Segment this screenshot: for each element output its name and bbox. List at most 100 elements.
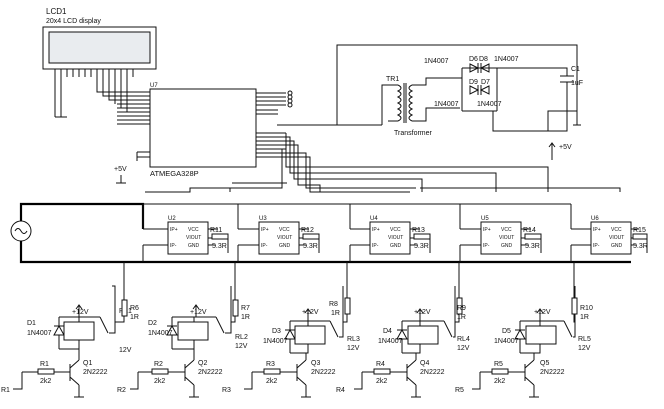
vcc-12v-arrow (416, 308, 424, 321)
sensor-pins (350, 228, 430, 246)
sensor-pin-label: VIOUT (499, 235, 514, 241)
supply-wire (336, 44, 578, 125)
coil-resistor-value: 1R (457, 314, 466, 321)
coil-resistor (121, 299, 128, 317)
sensor-pin-label: VCC (611, 227, 622, 233)
input-wire (472, 371, 492, 390)
capacitor-value: 1uF (571, 80, 583, 87)
flyback-diode-ref: D4 (383, 328, 392, 335)
sensor-pins (571, 228, 643, 246)
shunt-resistor-value: 5.3R (525, 243, 540, 250)
bus-wire (286, 136, 497, 192)
relay-voltage: 12V (235, 343, 248, 350)
capacitor-ground (547, 110, 581, 131)
sensor-pins (238, 228, 319, 246)
base-resistor-value: 2k2 (154, 378, 165, 385)
relay-coil (177, 321, 209, 341)
ac-source (10, 202, 631, 264)
shunt-resistor-ref: R12 (301, 227, 314, 234)
transistor (54, 349, 80, 397)
sensor-body (167, 221, 209, 255)
base-resistor-ref: R4 (376, 361, 385, 368)
bus-wire (286, 152, 621, 193)
sensor-bus-wiring (145, 133, 621, 193)
lcd-ground-wire (54, 77, 67, 118)
transformer-label: Transformer (394, 130, 433, 137)
bus-wire (229, 182, 287, 192)
relay-ref: RL5 (578, 336, 591, 343)
relay-ref: RL3 (347, 336, 360, 343)
sensor-chain-wire (142, 203, 572, 229)
sensor-pin-label: GND (390, 243, 402, 249)
capacitor-symbol (560, 72, 574, 88)
current-sensor-module: U4 IP+ IP- VCC VIOUT GND R13 5.3R (350, 216, 431, 255)
bridge-diode-d7 (479, 85, 490, 95)
supply-5v-mcu: +5V (114, 166, 127, 184)
sensor-pin-label: IP+ (261, 227, 269, 233)
vcc-12v-arrow (75, 304, 83, 317)
input-wire (13, 371, 38, 390)
coil-resistor-wire (455, 262, 460, 323)
microcontroller: U7 ATMEGA328P (117, 83, 293, 178)
sensor-pins (460, 228, 541, 246)
relay-coil (294, 325, 326, 345)
flyback-diode-part: 1N4007 (148, 330, 173, 337)
transistor-part: 2N2222 (83, 369, 108, 376)
flyback-diode-part: 1N4007 (378, 338, 403, 345)
coil-resistor-ref: R8 (329, 301, 338, 308)
sensor-pin-label: VCC (390, 227, 401, 233)
flyback-diode (284, 321, 296, 353)
flyback-diode-ref: D2 (148, 320, 157, 327)
relay-output-wire (339, 286, 344, 338)
sensor-pin-label: GND (188, 243, 200, 249)
control-input-label: R1 (1, 387, 10, 394)
transformer-primary-wire (381, 84, 398, 125)
sensor-pin-label: GND (501, 243, 513, 249)
sensor-body (590, 221, 632, 255)
shunt-resistor-value: 5.3R (212, 243, 227, 250)
mcu-test-terminal (287, 90, 293, 96)
coil-resistor-wire (573, 262, 575, 323)
bus-wire (286, 140, 423, 192)
coil-resistor-value: 1R (241, 314, 250, 321)
lcd-screen (48, 31, 151, 64)
sensor-pin-label: VIOUT (388, 235, 403, 241)
mcu-test-terminal (287, 102, 293, 108)
sensor-pin-label: GND (279, 243, 291, 249)
base-resistor-ref: R2 (154, 361, 163, 368)
relay-channel: D1 1N4007 +12V RL1 12V R6 1R R1 2k2 Q1 2… (1, 262, 139, 398)
mcu-part: ATMEGA328P (150, 169, 199, 178)
lcd-display: LCD1 20x4 LCD display (42, 7, 157, 118)
base-resistor-ref: R1 (40, 361, 49, 368)
coil-resistor (232, 299, 239, 317)
relay-channel: D5 1N4007 +12V RL5 12V R10 1R R5 2k2 Q5 … (455, 262, 593, 398)
shunt-resistor-ref: R14 (523, 227, 536, 234)
sensor-pin-label: IP- (261, 243, 268, 249)
main-ac-line (19, 202, 145, 264)
current-sensor-module: U3 IP+ IP- VCC VIOUT GND R12 5.3R (238, 216, 320, 255)
sensor-body (369, 221, 411, 255)
flyback-diode-part: 1N4007 (263, 338, 288, 345)
vcc-12v-label: +12V (72, 309, 89, 316)
ac-wave-icon (14, 228, 28, 234)
flyback-diode-ref: D5 (502, 328, 511, 335)
sensor-pins (143, 228, 228, 246)
relay-voltage: 12V (578, 345, 591, 352)
flyback-diode (53, 317, 65, 349)
control-input-label: R5 (455, 387, 464, 394)
sensor-ref: U3 (259, 216, 267, 222)
shunt-resistor (632, 233, 648, 240)
transistor-ref: Q2 (198, 360, 207, 367)
vcc-12v-arrow (536, 308, 544, 321)
input-wire (130, 371, 152, 390)
shunt-resistor (302, 233, 320, 240)
relay-voltage: 12V (119, 347, 132, 354)
transistor-part: 2N2222 (540, 369, 565, 376)
transformer-primary (396, 84, 402, 122)
transistor (508, 353, 535, 397)
relay-coil (525, 325, 557, 345)
base-resistor (373, 368, 391, 375)
shunt-resistor-value: 5.3R (414, 243, 429, 250)
bridge-diode-d6 (469, 63, 480, 73)
